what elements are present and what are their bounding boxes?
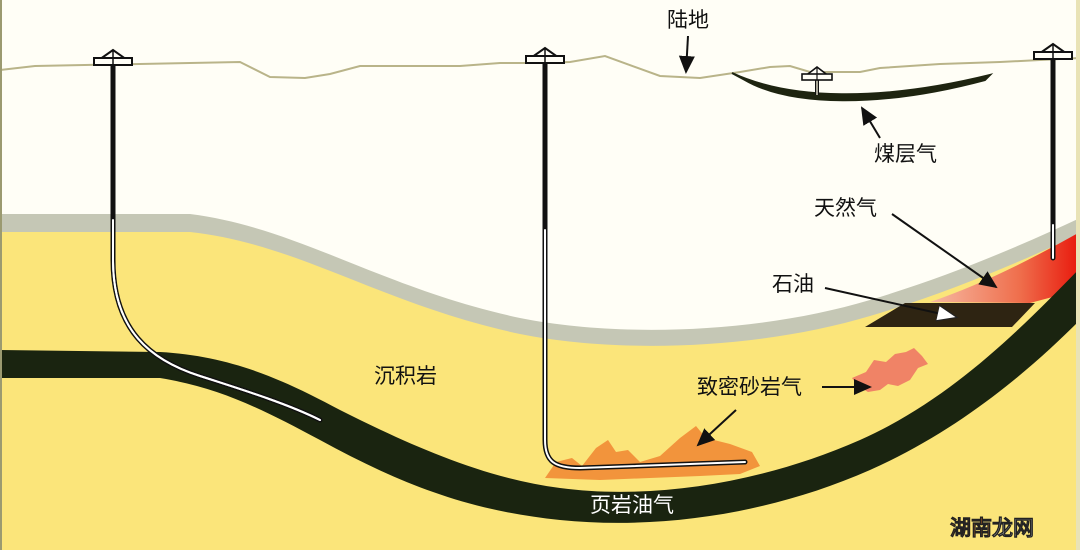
derrick-icon-2 bbox=[524, 46, 566, 64]
ground-surface-line bbox=[0, 54, 1080, 80]
label-petroleum: 石油 bbox=[772, 272, 814, 296]
derrick-icon-3 bbox=[801, 65, 833, 81]
well-4 bbox=[1032, 42, 1074, 261]
watermark-part2: 龙网 bbox=[992, 516, 1035, 541]
label-natural-gas: 天然气 bbox=[814, 196, 877, 220]
well-1 bbox=[92, 48, 323, 423]
arrow-land bbox=[678, 35, 695, 74]
coal-bed bbox=[731, 72, 994, 102]
watermark-part1: 湖南 bbox=[950, 516, 993, 541]
label-land: 陆地 bbox=[667, 8, 709, 32]
well-2 bbox=[524, 46, 748, 471]
derrick-icon-4 bbox=[1032, 42, 1074, 60]
label-sedimentary-rock: 沉积岩 bbox=[374, 364, 437, 388]
label-shale-oil-gas: 页岩油气 bbox=[590, 493, 674, 517]
label-tight-sandstone-gas: 致密砂岩气 bbox=[697, 375, 802, 399]
label-coalbed-methane: 煤层气 bbox=[874, 142, 937, 166]
arrow-coalbed bbox=[860, 106, 881, 139]
cap-rock-layer bbox=[0, 214, 1080, 346]
arrow-petroleum bbox=[824, 287, 955, 317]
arrow-tight-gas-main bbox=[696, 409, 737, 447]
arrow-natural-gas bbox=[891, 213, 998, 289]
derrick-icon-1 bbox=[92, 48, 134, 66]
well-3 bbox=[801, 65, 833, 95]
natural-gas-reservoir bbox=[930, 232, 1080, 303]
watermark: 湖南龙网 bbox=[950, 512, 1035, 542]
